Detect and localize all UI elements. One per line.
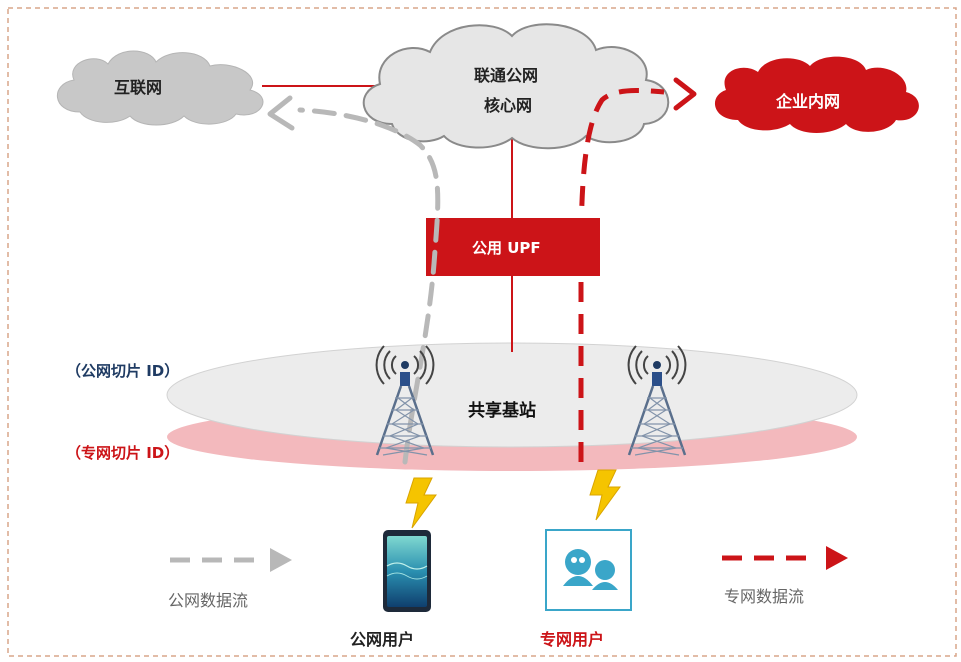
internet-label: 互联网	[114, 78, 163, 97]
users-icon	[545, 529, 632, 611]
lightning-icon	[405, 477, 437, 529]
core-network-label-line1: 联通公网	[474, 66, 539, 85]
public-user-label: 公网用户	[350, 630, 415, 649]
private-flow-arrowhead	[673, 77, 697, 111]
upf-label: 公用 UPF	[472, 239, 541, 257]
core-network-label-line2: 核心网	[484, 96, 533, 115]
public-slice-ellipse	[166, 342, 858, 448]
core-network-cloud	[362, 23, 670, 150]
private-data-flow	[578, 88, 665, 462]
private-slice-id-label: （专网切片 ID）	[66, 444, 180, 462]
public-flow-arrowhead	[267, 95, 295, 131]
private-flow-legend-label: 专网数据流	[724, 587, 805, 606]
private-user-label: 专网用户	[540, 630, 605, 649]
enterprise-cloud	[714, 56, 919, 133]
public-data-flow	[297, 107, 441, 465]
lightning-icon	[589, 469, 621, 521]
smartphone-icon	[383, 530, 431, 612]
private-legend-arrowhead	[826, 546, 848, 570]
public-upf-box	[426, 218, 600, 276]
outer-frame	[7, 7, 957, 657]
base-station-label: 共享基站	[468, 401, 536, 421]
antenna-tower-icon	[375, 345, 435, 456]
public-legend-arrowhead	[270, 548, 292, 572]
antenna-tower-icon	[627, 345, 687, 456]
enterprise-network-label: 企业内网	[776, 92, 841, 111]
internet-cloud	[56, 50, 264, 126]
public-flow-legend-label: 公网数据流	[168, 591, 249, 610]
public-slice-id-label: （公网切片 ID）	[66, 362, 180, 380]
